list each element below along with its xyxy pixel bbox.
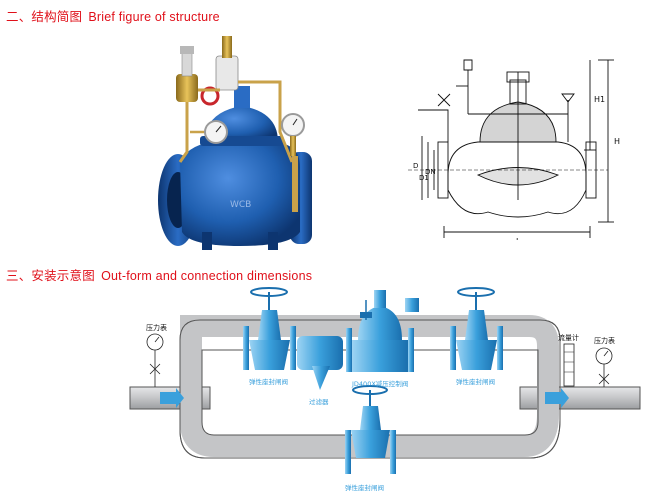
pressure-gauge-right-photo (281, 113, 305, 137)
dim-h: H (614, 137, 620, 146)
label-gate-valve-2: 弹性座封闸阀 (456, 377, 495, 386)
install-heading-cn: 三、安装示意图 (6, 268, 95, 283)
pressure-gauge-left-photo (204, 120, 228, 144)
label-gate-valve-bypass: 弹性座封闸阀 (345, 483, 384, 492)
valve-photo: WCB (158, 36, 312, 250)
control-valve (346, 290, 419, 372)
dim-l: L (516, 237, 521, 240)
label-gate-valve-1: 弹性座封闸阀 (249, 377, 288, 386)
dim-dn: DN (425, 168, 436, 176)
pilot-valve (176, 74, 198, 102)
structure-heading-cn: 二、结构简图 (6, 9, 83, 24)
gate-valve-1 (243, 287, 296, 370)
strainer (297, 336, 343, 390)
label-flow-meter: 流量计 (558, 333, 579, 342)
dim-h1: H1 (594, 95, 605, 104)
install-heading: 三、安装示意图 Out-form and connection dimensio… (6, 265, 312, 284)
label-control-valve: JD400X减压控制阀 (351, 379, 408, 388)
structure-heading-en: Brief figure of structure (88, 10, 220, 24)
pilot-valve-2 (215, 55, 239, 91)
flow-meter (563, 343, 575, 387)
section-drawing: L H H1 D D1 DN (408, 59, 620, 240)
flow-arrow-out (545, 388, 569, 408)
dim-d1: D1 (419, 174, 429, 182)
body-mark: WCB (230, 200, 251, 210)
handwheel (200, 86, 220, 106)
gate-valve-bypass (345, 385, 396, 474)
label-pressure-gauge-right: 压力表 (594, 336, 615, 345)
pressure-gauge-left (146, 333, 164, 387)
label-strainer: 过滤器 (309, 397, 329, 406)
label-pressure-gauge-left: 压力表 (146, 323, 167, 332)
gate-valve-2 (450, 287, 503, 370)
structure-heading: 二、结构简图 Brief figure of structure (6, 6, 220, 25)
flow-arrow-in (160, 388, 184, 408)
install-heading-en: Out-form and connection dimensions (101, 269, 313, 283)
pressure-gauge-right (595, 347, 613, 387)
valve-body (180, 142, 300, 246)
dim-d: D (413, 162, 418, 170)
install-diagram: 压力表 压力表 流量计 弹性座封闸阀 过滤器 JD400X减压控制阀 弹性座封闸… (129, 287, 641, 492)
